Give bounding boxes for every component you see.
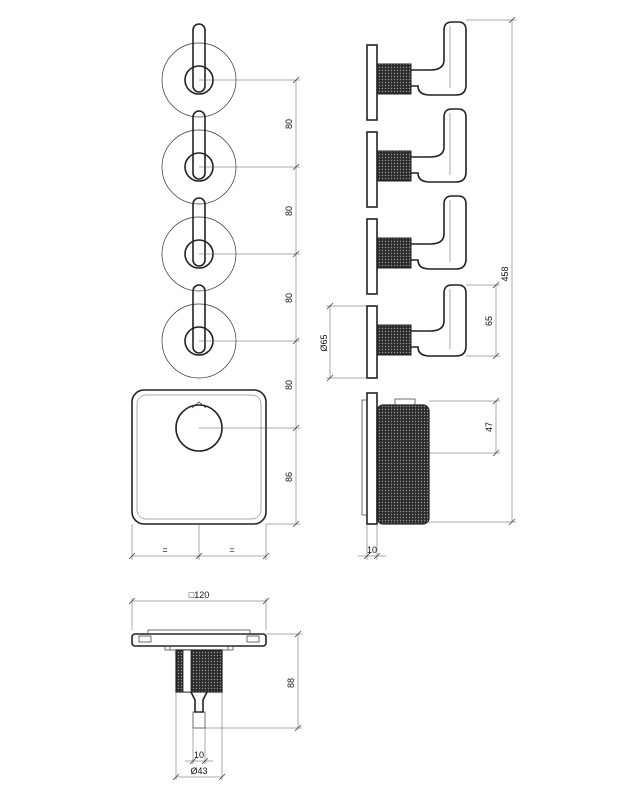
spacing-label-4: 80 (284, 380, 294, 390)
side-lever-2 (366, 108, 467, 208)
overall-height-dimension: 458 (377, 16, 516, 526)
side-lever-4 (366, 284, 467, 379)
lever-handle-3 (161, 197, 300, 292)
body-diameter-label: Ø43 (190, 766, 207, 776)
rosette-diameter-dimension: Ø65 (319, 302, 367, 382)
top-knurled-body (175, 649, 223, 729)
spacing-label-1: 80 (284, 119, 294, 129)
plate-size-label: □120 (189, 590, 209, 600)
plate-thickness-label: 10 (367, 545, 377, 555)
body-height-dimension: 47 (429, 397, 500, 457)
front-view: 80 80 80 80 86 = = (128, 23, 300, 560)
width-dimension: = = (128, 524, 270, 560)
body-height-label: 47 (484, 422, 494, 432)
spacing-label-5: 86 (284, 472, 294, 482)
lever-handle-2 (161, 110, 300, 205)
lever-handle-4 (161, 284, 300, 379)
thermostatic-plate (131, 389, 300, 525)
body-diameter-dimension: Ø43 (172, 692, 226, 781)
handle-height-dimension: 65 (466, 281, 500, 360)
plate-size-dimension: □120 (128, 590, 270, 630)
spacing-dimension: 80 80 80 80 86 (284, 76, 300, 528)
width-mark-left: = (162, 545, 167, 555)
top-plate (131, 629, 267, 651)
side-lever-3 (366, 195, 467, 295)
depth-label: 88 (286, 678, 296, 688)
plate-thickness-dimension: 10 (358, 524, 386, 560)
spacing-label-2: 80 (284, 206, 294, 216)
spacing-label-3: 80 (284, 293, 294, 303)
top-view: □120 88 (128, 590, 302, 781)
side-thermostatic-body (361, 392, 430, 525)
handle-height-label: 65 (484, 316, 494, 326)
depth-dimension: 88 (205, 630, 302, 732)
stem-label: 10 (194, 750, 204, 760)
lever-handle-1 (161, 23, 300, 118)
side-lever-1 (366, 21, 467, 121)
side-view: Ø65 65 47 458 (319, 16, 516, 560)
overall-height-label: 458 (500, 266, 510, 281)
stem-dimension: 10 (185, 728, 213, 765)
width-mark-right: = (229, 545, 234, 555)
rosette-diameter-label: Ø65 (319, 334, 329, 351)
